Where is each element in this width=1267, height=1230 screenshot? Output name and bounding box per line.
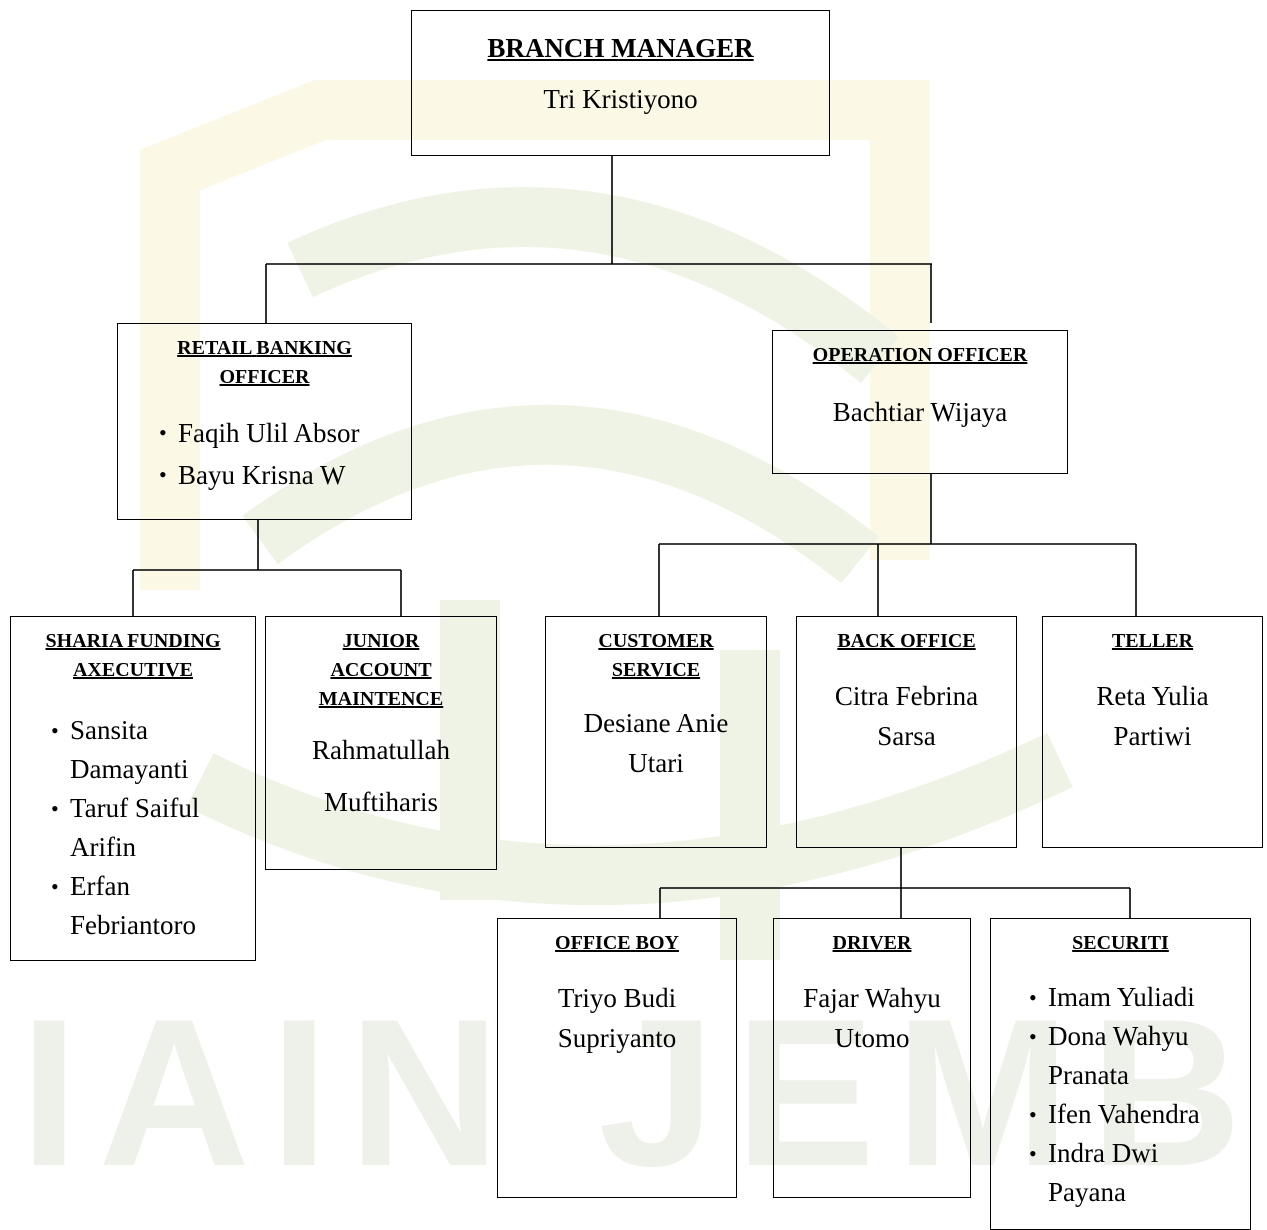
customer-service-title-line2: SERVICE [611, 659, 701, 681]
branch-manager-box: BRANCH MANAGER Tri Kristiyono [411, 10, 830, 156]
junior-account-name-line1: Rahmatullah [312, 735, 450, 765]
customer-service-name-line1: Desiane Anie [583, 708, 729, 738]
retail-banking-title-line2: OFFICER [219, 366, 310, 388]
customer-service-name-line2: Utari [628, 748, 684, 778]
teller-box: TELLER Reta Yulia Partiwi [1042, 616, 1263, 848]
operation-officer-box: OPERATION OFFICER Bachtiar Wijaya [772, 330, 1068, 474]
driver-name-line1: Fajar Wahyu [803, 983, 941, 1013]
junior-account-box: JUNIOR ACCOUNT MAINTENCE Rahmatullah Muf… [265, 616, 497, 870]
banking-word: BANKING [256, 337, 352, 359]
teller-title: TELLER [1111, 630, 1194, 652]
sharia-funding-people-list: Sansita Damayanti Taruf Saiful Arifin Er… [48, 711, 255, 945]
driver-box: DRIVER Fajar Wahyu Utomo [773, 918, 971, 1198]
branch-manager-name: Tri Kristiyono [543, 84, 698, 114]
driver-title: DRIVER [832, 932, 912, 954]
junior-account-title-line3: MAINTENCE [318, 688, 444, 710]
list-item: Erfan Febriantoro [48, 867, 255, 945]
junior-account-name-line2: Muftiharis [324, 787, 438, 817]
securiti-box: SECURITI Imam Yuliadi Dona Wahyu Pranata… [990, 918, 1251, 1230]
office-boy-box: OFFICE BOY Triyo Budi Supriyanto [497, 918, 737, 1198]
sharia-funding-box: SHARIA FUNDING AXECUTIVE Sansita Damayan… [10, 616, 256, 961]
branch-manager-title: BRANCH MANAGER [487, 33, 754, 63]
retail-word: RETAIL [177, 337, 252, 359]
boy-word: BOY [635, 932, 679, 954]
person-line: Pranata [1048, 1060, 1129, 1090]
list-item: Bayu Krisna W [156, 454, 411, 496]
person-line: Erfan [70, 871, 130, 901]
office-boy-name-line2: Supriyanto [557, 1023, 677, 1053]
person-line: Dona Wahyu [1048, 1021, 1189, 1051]
person-line: Sansita [70, 715, 148, 745]
back-office-name-line2: Sarsa [877, 721, 936, 751]
list-item: Ifen Vahendra [1026, 1095, 1250, 1134]
back-office-title: BACK OFFICE [837, 630, 976, 652]
retail-banking-title-line1: RETAIL BANKING [118, 334, 411, 363]
back-office-name-line1: Citra Febrina [834, 681, 979, 711]
person-line: Febriantoro [70, 910, 196, 940]
person-line: Indra Dwi [1048, 1138, 1159, 1168]
securiti-people-list: Imam Yuliadi Dona Wahyu Pranata Ifen Vah… [1026, 978, 1250, 1212]
list-item: Indra Dwi Payana [1026, 1134, 1250, 1212]
list-item: Faqih Ulil Absor [156, 412, 411, 454]
customer-service-title-line1: CUSTOMER [598, 630, 714, 652]
person-line: Payana [1048, 1177, 1126, 1207]
person-line: Taruf Saiful [70, 793, 200, 823]
teller-name-line2: Partiwi [1113, 721, 1192, 751]
retail-banking-officer-box: RETAIL BANKING OFFICER Faqih Ulil Absor … [117, 323, 412, 520]
office-boy-name-line1: Triyo Budi [557, 983, 677, 1013]
operation-officer-name: Bachtiar Wijaya [832, 397, 1008, 427]
back-office-box: BACK OFFICE Citra Febrina Sarsa [796, 616, 1017, 848]
driver-name-line2: Utomo [834, 1023, 910, 1053]
customer-service-box: CUSTOMER SERVICE Desiane Anie Utari [545, 616, 767, 848]
person-line: Ifen Vahendra [1048, 1099, 1200, 1129]
junior-account-title-line2: ACCOUNT [330, 659, 432, 681]
person-line: Arifin [70, 832, 136, 862]
list-item: Taruf Saiful Arifin [48, 789, 255, 867]
retail-banking-people-list: Faqih Ulil Absor Bayu Krisna W [156, 412, 411, 496]
office-boy-title: OFFICE BOY [498, 929, 736, 958]
person-line: Imam Yuliadi [1048, 982, 1195, 1012]
teller-name-line1: Reta Yulia [1096, 681, 1209, 711]
sharia-funding-title-line1: SHARIA FUNDING [45, 630, 221, 652]
operation-officer-title: OPERATION OFFICER [812, 344, 1028, 366]
securiti-title: SECURITI [1072, 932, 1169, 954]
list-item: Imam Yuliadi [1026, 978, 1250, 1017]
list-item: Dona Wahyu Pranata [1026, 1017, 1250, 1095]
junior-account-title-line1: JUNIOR [342, 630, 420, 652]
sharia-funding-title-line2: AXECUTIVE [72, 659, 194, 681]
person-line: Damayanti [70, 754, 189, 784]
office-word: OFFICE [555, 932, 631, 954]
list-item: Sansita Damayanti [48, 711, 255, 789]
